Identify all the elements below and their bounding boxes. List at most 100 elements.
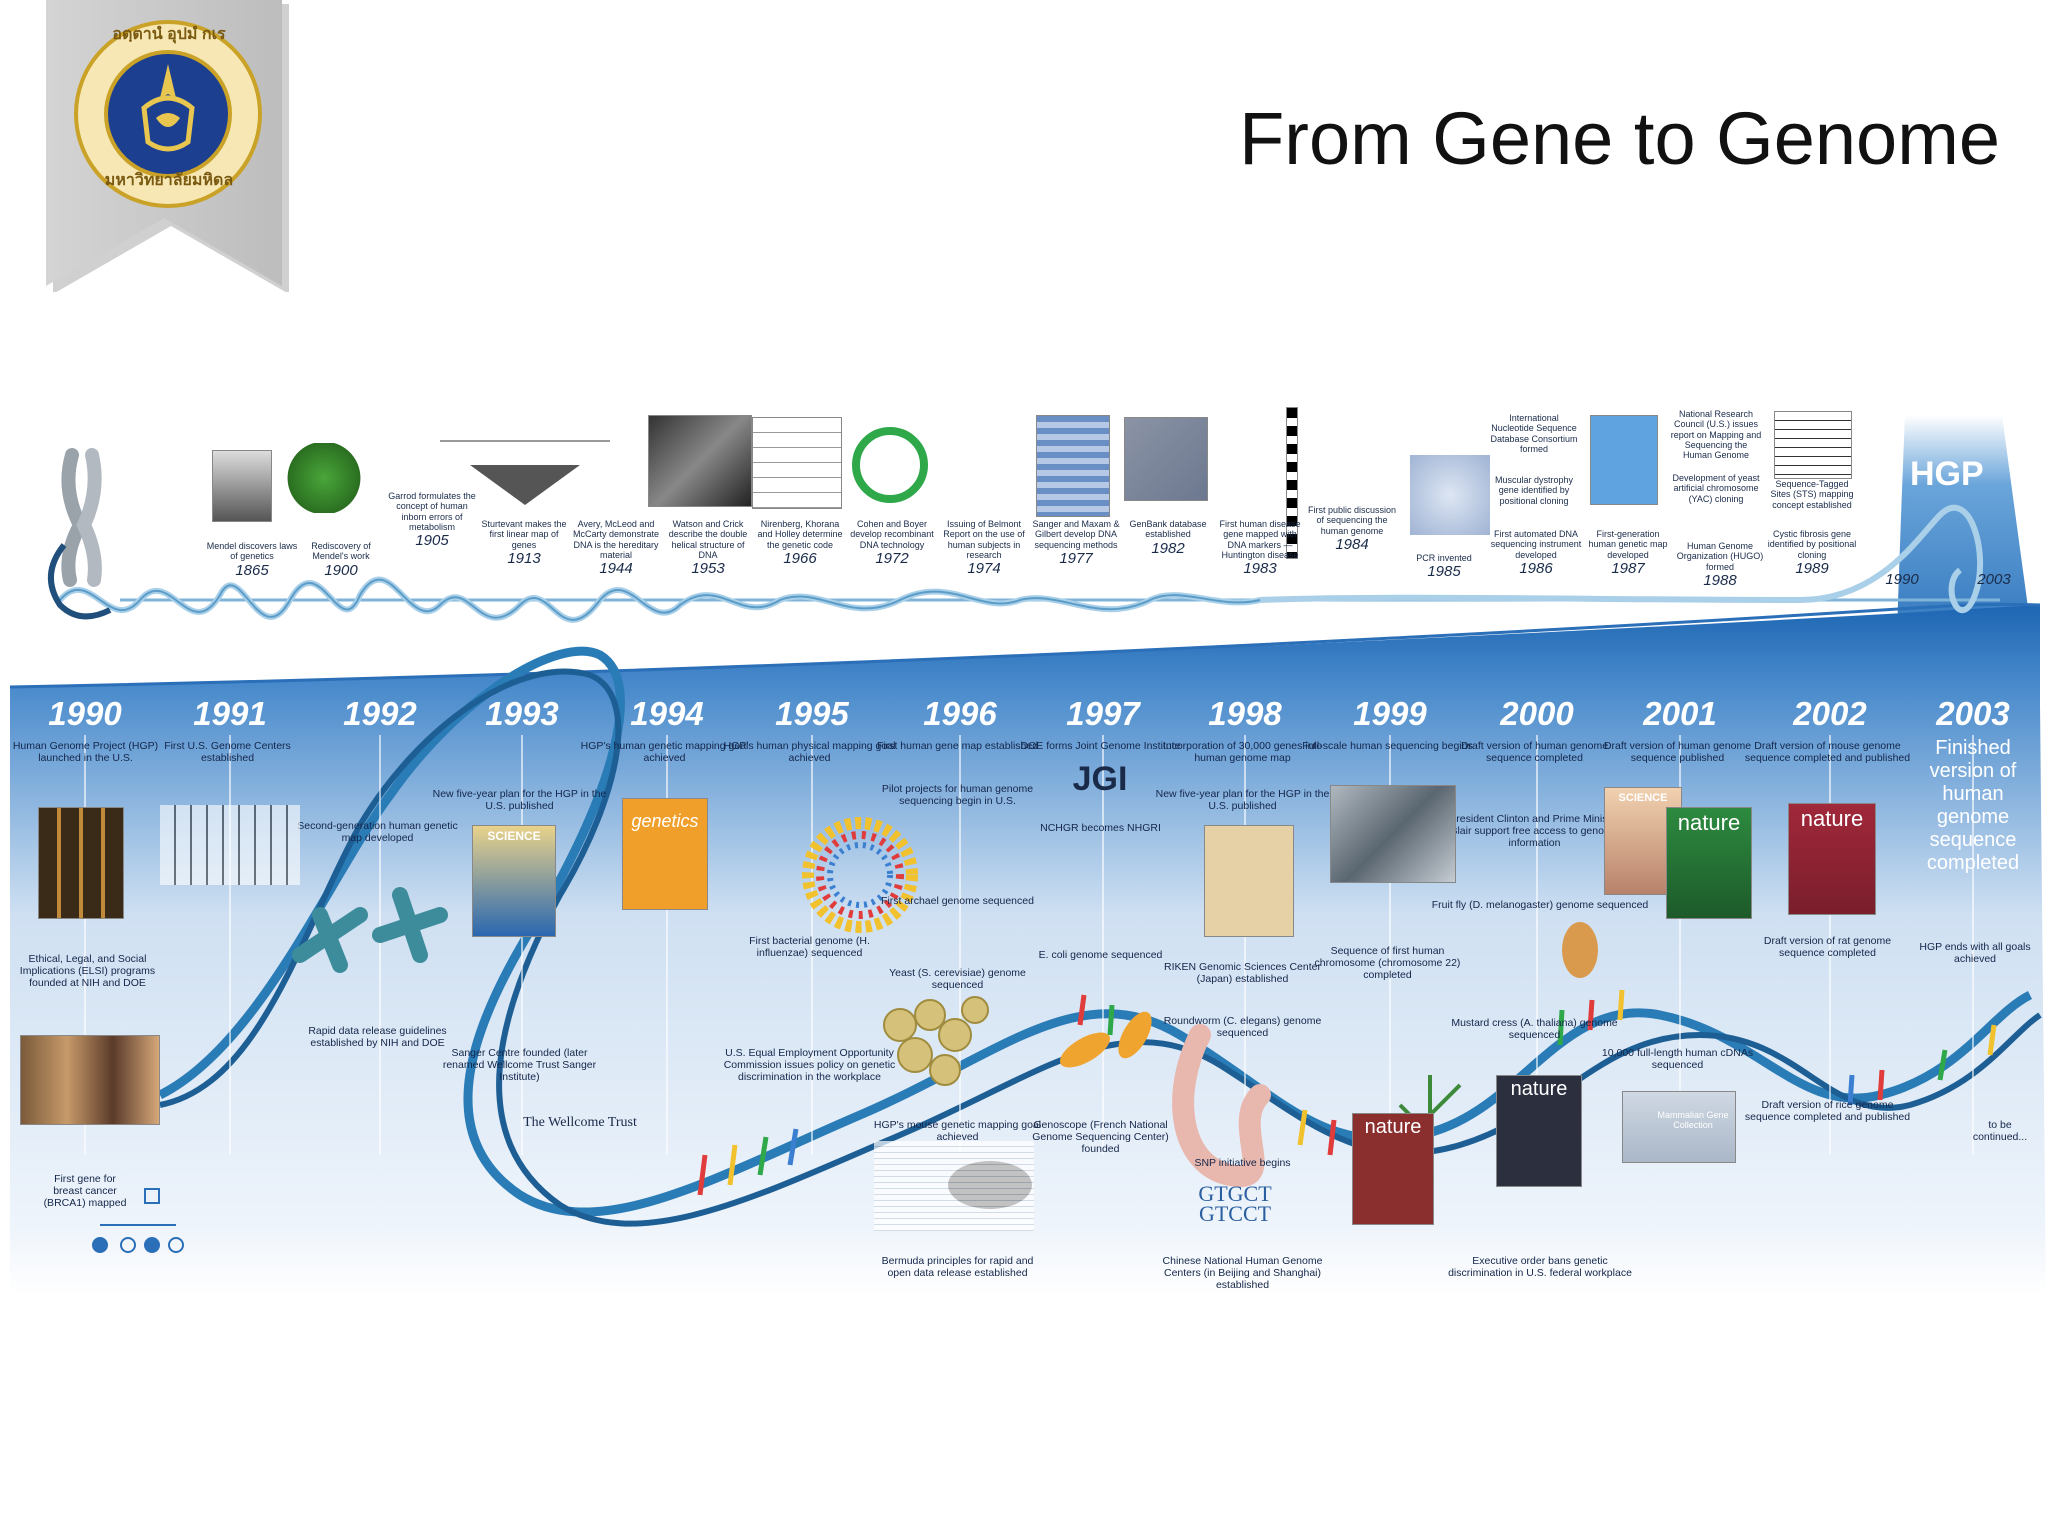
genetic-map-chart xyxy=(160,805,300,885)
event-2002: Draft version of mouse genome sequence c… xyxy=(1744,740,1911,765)
top-event: Cohen and Boyer develop recombinant DNA … xyxy=(850,519,934,568)
event-chromosome-22: Sequence of first human chromosome (chro… xyxy=(1314,945,1461,982)
upper-note: International Nucleotide Sequence Databa… xyxy=(1490,413,1578,455)
event-chinese-centers: Chinese National Human Genome Centers (i… xyxy=(1162,1255,1323,1292)
university-logo xyxy=(72,18,264,210)
event-riken: RIKEN Genomic Sciences Center (Japan) es… xyxy=(1164,961,1321,986)
event-brca1: First gene for breast cancer (BRCA1) map… xyxy=(43,1173,127,1210)
event-mustard-cress: Mustard cress (A. thaliana) genome seque… xyxy=(1451,1017,1618,1042)
event-to-be-continued: to be continued... xyxy=(1972,1119,2028,1144)
mgc-logo-text: Mammalian Gene Collection xyxy=(1657,1110,1729,1131)
watson-crick-photo xyxy=(648,415,752,507)
top-event: Garrod formulates the concept of human i… xyxy=(388,491,476,550)
hgp-end-year: 2003 xyxy=(1977,571,2011,588)
year-heading: 1999 xyxy=(1353,695,1427,732)
event-pilot-projects: Pilot projects for human genome sequenci… xyxy=(881,783,1034,808)
event-eeoc: U.S. Equal Employment Opportunity Commis… xyxy=(723,1047,896,1084)
year-heading: 1991 xyxy=(193,695,267,732)
event-exec-order: Executive order bans genetic discriminat… xyxy=(1448,1255,1632,1280)
science-logo-text: SCIENCE xyxy=(487,829,541,843)
upper-note: Development of yeast artificial chromoso… xyxy=(1672,473,1760,504)
logo-name: มหาวิทยาลัยมหิดล xyxy=(104,172,234,189)
event-1999: Full-scale human sequencing begins xyxy=(1302,740,1473,752)
science-logo-text: SCIENCE xyxy=(1618,792,1668,804)
upper-note: National Research Council (U.S.) issues … xyxy=(1670,409,1762,461)
upper-note: Sequence-Tagged Sites (STS) mapping conc… xyxy=(1770,479,1854,510)
nature-logo-text: nature xyxy=(1677,810,1741,835)
event-sanger-centre: Sanger Centre founded (later renamed Wel… xyxy=(442,1047,597,1084)
event-hgp-ends: HGP ends with all goals achieved xyxy=(1919,941,2031,966)
top-event: Sturtevant makes the first linear map of… xyxy=(481,519,567,568)
hgp-start-year: 1990 xyxy=(1885,571,1919,588)
hgp-label: HGP xyxy=(1910,455,1984,493)
event-rapid-release: Rapid data release guidelines establishe… xyxy=(308,1025,447,1050)
upper-note: Muscular dystrophy gene identified by po… xyxy=(1494,475,1574,506)
event-1994: HGP's human genetic mapping goal achieve… xyxy=(580,740,749,765)
event-nhgri: NCHGR becomes NHGRI xyxy=(1040,822,1161,834)
year-heading: 1993 xyxy=(485,695,559,732)
genome-timeline: HGP 1990 2003 Mendel discovers laws of g… xyxy=(0,395,2048,1315)
year-heading: 2001 xyxy=(1643,695,1717,732)
snp-sequence-1: GTGCT xyxy=(1198,1181,1272,1206)
disease-marker-image xyxy=(1286,407,1298,559)
event-ecoli: E. coli genome sequenced xyxy=(1038,949,1163,961)
year-heading: 1998 xyxy=(1208,695,1282,732)
event-rat-genome: Draft version of rat genome sequence com… xyxy=(1763,935,1892,960)
event-mouse-mapping: HGP's mouse genetic mapping goal achieve… xyxy=(873,1119,1042,1144)
year-heading: 1990 xyxy=(48,695,122,732)
event-1990: Human Genome Project (HGP) launched in t… xyxy=(12,740,159,765)
event-1998: Incorporation of 30,000 genes into human… xyxy=(1162,740,1323,765)
event-five-year-1998: New five-year plan for the HGP in the U.… xyxy=(1155,788,1330,813)
sts-mapping-diagram xyxy=(1774,411,1852,479)
event-rice-genome: Draft version of rice genome sequence co… xyxy=(1744,1099,1911,1124)
year-heading: 1995 xyxy=(775,695,849,732)
year-heading: 1997 xyxy=(1066,695,1140,732)
year-heading: 1992 xyxy=(343,695,417,732)
event-1993: New five-year plan for the HGP in the U.… xyxy=(432,788,607,813)
top-event: Avery, McLeod and McCarty demonstrate DN… xyxy=(572,519,660,578)
mouse-data-image xyxy=(874,1141,1034,1231)
event-bermuda: Bermuda principles for rapid and open da… xyxy=(881,1255,1034,1280)
science-cover-1993: SCIENCE xyxy=(472,825,556,937)
nature-logo-text: nature xyxy=(1800,806,1864,831)
event-clinton-blair: President Clinton and Prime Minister Bla… xyxy=(1449,813,1620,850)
event-2000: Draft version of human genome sequence c… xyxy=(1460,740,1609,765)
event-genoscope: Genoscope (French National Genome Sequen… xyxy=(1032,1119,1169,1156)
nature-cover-2000: nature xyxy=(1496,1075,1582,1187)
top-event: First-generation human genetic map devel… xyxy=(1588,529,1668,578)
event-2003-final: Finished version of human genome sequenc… xyxy=(1926,737,2020,874)
genetic-code-table xyxy=(752,417,842,509)
mendel-portrait xyxy=(212,450,272,522)
nature-cover-1999: nature xyxy=(1352,1113,1434,1225)
nature-cover-2001: nature xyxy=(1666,807,1752,919)
event-yeast: Yeast (S. cerevisiae) genome sequenced xyxy=(889,967,1026,992)
event-fruit-fly: Fruit fly (D. melanogaster) genome seque… xyxy=(1431,899,1649,911)
year-heading: 1994 xyxy=(630,695,704,732)
event-cdnas: 10,000 full-length human cDNAs sequenced xyxy=(1601,1047,1754,1072)
event-1997: DOE forms Joint Genome Institute xyxy=(1020,740,1181,752)
top-event: Nirenberg, Khorana and Holley determine … xyxy=(757,519,843,568)
elsi-children-photo xyxy=(20,1035,160,1125)
event-archael: First archael genome sequenced xyxy=(881,895,1034,907)
nature-cover-2002: nature xyxy=(1788,803,1876,915)
snp-sequence-2: GTCCT xyxy=(1198,1201,1272,1226)
year-heading: 2002 xyxy=(1793,695,1867,732)
top-event: First human disease gene mapped with DNA… xyxy=(1219,519,1301,578)
year-heading: 2003 xyxy=(1936,695,2010,732)
hgp-launch-image xyxy=(38,807,124,919)
top-event: Watson and Crick describe the double hel… xyxy=(668,519,748,578)
genetics-logo-text: genetics xyxy=(631,811,699,831)
top-event: Issuing of Belmont Report on the use of … xyxy=(943,519,1025,578)
event-1991: First U.S. Genome Centers established xyxy=(164,740,291,765)
genetic-map-report xyxy=(1590,415,1658,505)
event-snp: SNP initiative begins xyxy=(1194,1157,1291,1169)
year-heading: 1996 xyxy=(923,695,997,732)
nature-genetics-cover: genetics xyxy=(622,798,708,910)
nature-logo-text: nature xyxy=(1510,1078,1568,1100)
jgi-logo: JGI xyxy=(1072,760,1128,798)
event-first-bacterial: First bacterial genome (H. influenzae) s… xyxy=(749,935,870,960)
